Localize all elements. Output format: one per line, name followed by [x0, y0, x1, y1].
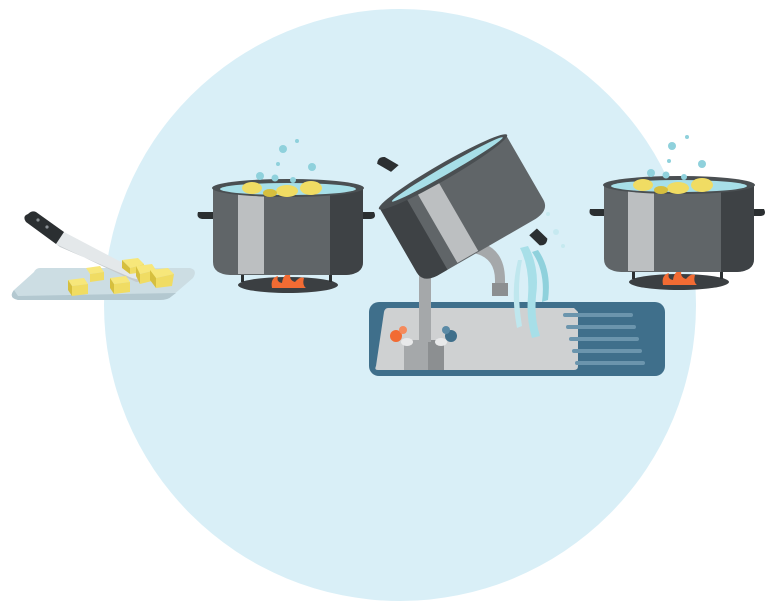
- pot-handle: [361, 212, 375, 219]
- bubble: [290, 177, 296, 183]
- potato-cube: [72, 284, 88, 296]
- knife-rivet: [45, 225, 48, 228]
- potato-icon: [654, 186, 668, 194]
- bubble: [272, 175, 279, 182]
- knife-handle: [24, 211, 64, 244]
- faucet-spout: [492, 283, 508, 296]
- potato-icon: [276, 185, 298, 197]
- pot-highlight-stripe: [238, 190, 264, 274]
- potato-icon: [633, 179, 653, 191]
- knife-rivet: [36, 218, 39, 221]
- drainboard-groove: [569, 337, 639, 341]
- pot-handle: [198, 212, 216, 219]
- potato-icon: [242, 182, 262, 194]
- drainboard-groove: [572, 349, 642, 353]
- drainboard-groove: [575, 361, 645, 365]
- drainboard-groove: [563, 313, 633, 317]
- potato-icon: [691, 178, 713, 192]
- bubble: [276, 162, 280, 166]
- potato-cube: [114, 282, 130, 294]
- bubble: [256, 172, 264, 180]
- pot-body-shadow: [330, 188, 363, 275]
- potato-icon: [667, 182, 689, 194]
- bubble: [647, 169, 655, 177]
- bubble: [698, 160, 706, 168]
- pot-highlight-stripe: [628, 187, 654, 271]
- bubble: [295, 139, 299, 143]
- potato-icon: [263, 189, 277, 197]
- pot-handle: [754, 209, 765, 216]
- bubble: [279, 145, 287, 153]
- pot-body-shadow: [721, 185, 754, 272]
- water-droplet: [546, 212, 550, 216]
- bubble: [681, 174, 687, 180]
- bubble: [685, 135, 689, 139]
- bubble: [667, 159, 671, 163]
- water-droplet: [553, 229, 559, 235]
- bubble: [668, 142, 676, 150]
- bubble: [663, 172, 670, 179]
- bubble: [308, 163, 316, 171]
- water-droplet: [561, 244, 565, 248]
- drainboard-groove: [566, 325, 636, 329]
- pot-handle: [590, 209, 606, 216]
- potato-icon: [300, 181, 322, 195]
